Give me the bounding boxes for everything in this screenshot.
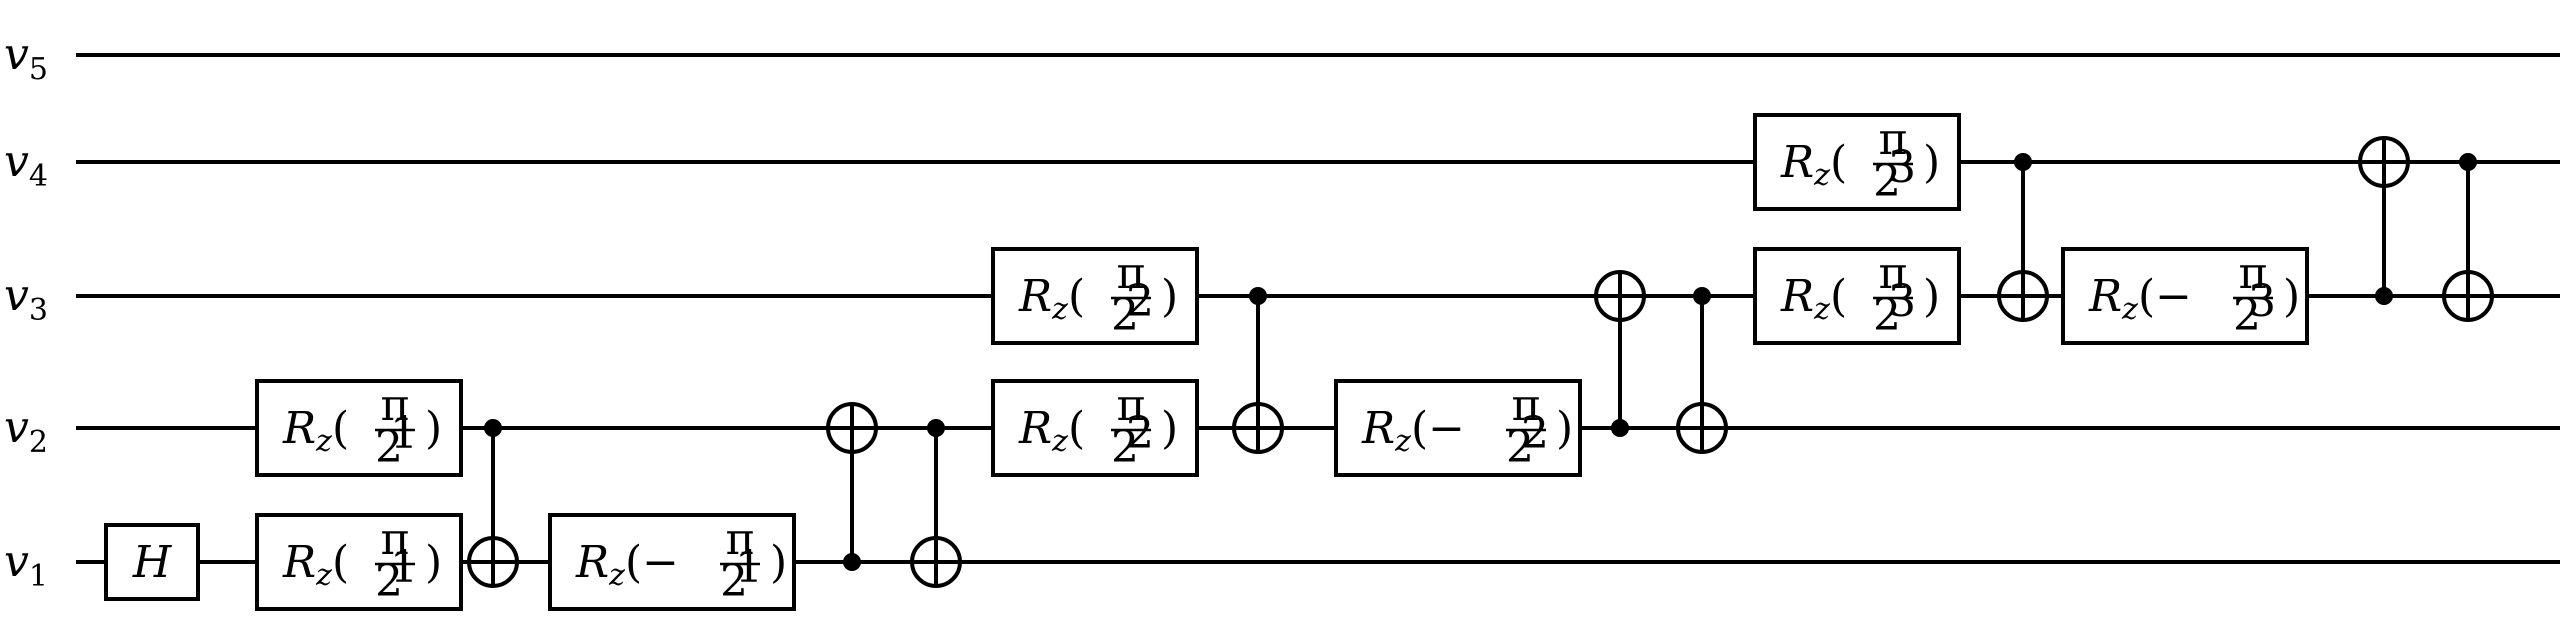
fraction-numerator: π xyxy=(1512,380,1541,431)
gate-box xyxy=(2061,247,2309,345)
fraction-denominator: 2 xyxy=(1873,156,1901,207)
rz-gate: Rz(− π22) xyxy=(1334,379,1582,477)
qubit-label-v1: v1 xyxy=(4,536,48,594)
fraction-exponent: 3 xyxy=(1888,142,1916,193)
fraction-denominator: 2 xyxy=(1506,422,1534,473)
cnot-gate xyxy=(2358,136,2410,305)
fraction-denominator: 2 xyxy=(720,556,748,607)
fraction-numerator: π xyxy=(1879,114,1908,165)
control-dot xyxy=(927,419,945,437)
control-dot xyxy=(2375,287,2393,305)
gate-layer: HRz(π21)Rz(π21)Rz(−π21)Rz(π22)Rz(π22)Rz(… xyxy=(104,113,2494,611)
control-dot xyxy=(484,419,502,437)
gate-box xyxy=(991,379,1199,477)
qubit-label-v3: v3 xyxy=(4,270,48,328)
control-dot xyxy=(843,553,861,571)
gate-box xyxy=(255,379,463,477)
rz-close-paren: ) xyxy=(1923,271,1940,322)
rz-close-paren: ) xyxy=(1161,271,1178,322)
rz-symbol: Rz( xyxy=(282,403,349,459)
rz-gate: Rz( π21) xyxy=(255,513,463,611)
fraction-exponent: 3 xyxy=(1888,276,1916,327)
rz-close-paren: ) xyxy=(1161,403,1178,454)
fraction-numerator: π xyxy=(2239,248,2268,299)
fraction-denominator: 2 xyxy=(1111,422,1139,473)
h-gate: H xyxy=(104,523,200,601)
fraction-exponent: 2 xyxy=(1126,276,1154,327)
fraction-exponent: 1 xyxy=(390,542,418,593)
fraction-denominator: 2 xyxy=(1873,290,1901,341)
rz-gate: Rz(− π21) xyxy=(548,513,796,611)
cnot-gate xyxy=(467,419,519,588)
fraction-numerator: π xyxy=(1117,248,1146,299)
cnot-gate xyxy=(1997,153,2049,322)
control-dot xyxy=(2014,153,2032,171)
rz-gate: Rz(− π23) xyxy=(2061,247,2309,345)
rz-close-paren: ) xyxy=(2283,271,2300,322)
rz-symbol: Rz(− xyxy=(1361,403,1465,459)
cnot-gate xyxy=(910,419,962,588)
fraction-exponent: 3 xyxy=(2248,276,2276,327)
gate-box xyxy=(104,523,200,601)
qubit-label-v2: v2 xyxy=(4,402,48,460)
cnot-gate xyxy=(1594,270,1646,437)
gate-box xyxy=(255,513,463,611)
rz-symbol: Rz( xyxy=(1018,271,1085,327)
gate-label: H xyxy=(132,537,173,588)
gate-box xyxy=(1334,379,1582,477)
fraction-denominator: 2 xyxy=(375,422,403,473)
rz-gate: Rz( π22) xyxy=(991,379,1199,477)
control-dot xyxy=(1693,287,1711,305)
fraction-exponent: 2 xyxy=(1521,408,1549,459)
fraction-numerator: π xyxy=(726,514,755,565)
control-dot xyxy=(2459,153,2477,171)
rz-gate: Rz( π22) xyxy=(991,247,1199,345)
gate-box xyxy=(991,247,1199,345)
fraction-exponent: 1 xyxy=(735,542,763,593)
fraction-exponent: 2 xyxy=(1126,408,1154,459)
qubit-label-v4: v4 xyxy=(4,136,48,194)
rz-gate: Rz( π23) xyxy=(1753,113,1961,211)
rz-symbol: Rz(− xyxy=(2088,271,2192,327)
fraction-numerator: π xyxy=(1117,380,1146,431)
rz-symbol: Rz( xyxy=(282,537,349,593)
cnot-gate xyxy=(826,402,878,571)
rz-symbol: Rz(− xyxy=(575,537,679,593)
qubit-labels: v1 v2 v3 v4 v5 xyxy=(4,29,48,594)
rz-gate: Rz( π23) xyxy=(1753,247,1961,345)
control-dot xyxy=(1611,419,1629,437)
rz-symbol: Rz( xyxy=(1780,271,1847,327)
fraction-denominator: 2 xyxy=(1111,290,1139,341)
cnot-gate xyxy=(1232,287,1284,454)
rz-symbol: Rz( xyxy=(1018,403,1085,459)
control-dot xyxy=(1249,287,1267,305)
fraction-denominator: 2 xyxy=(2233,290,2261,341)
rz-close-paren: ) xyxy=(770,537,787,588)
qubit-label-v5: v5 xyxy=(4,29,48,87)
fraction-numerator: π xyxy=(381,380,410,431)
fraction-denominator: 2 xyxy=(375,556,403,607)
rz-close-paren: ) xyxy=(425,403,442,454)
fraction-numerator: π xyxy=(381,514,410,565)
gate-box xyxy=(1753,113,1961,211)
fraction-exponent: 1 xyxy=(390,408,418,459)
rz-close-paren: ) xyxy=(1556,403,1573,454)
cnot-gate xyxy=(1676,287,1728,454)
gate-box xyxy=(1753,247,1961,345)
rz-gate: Rz( π21) xyxy=(255,379,463,477)
rz-close-paren: ) xyxy=(1923,137,1940,188)
gate-box xyxy=(548,513,796,611)
rz-symbol: Rz( xyxy=(1780,137,1847,193)
rz-close-paren: ) xyxy=(425,537,442,588)
fraction-numerator: π xyxy=(1879,248,1908,299)
cnot-gate xyxy=(2442,153,2494,322)
